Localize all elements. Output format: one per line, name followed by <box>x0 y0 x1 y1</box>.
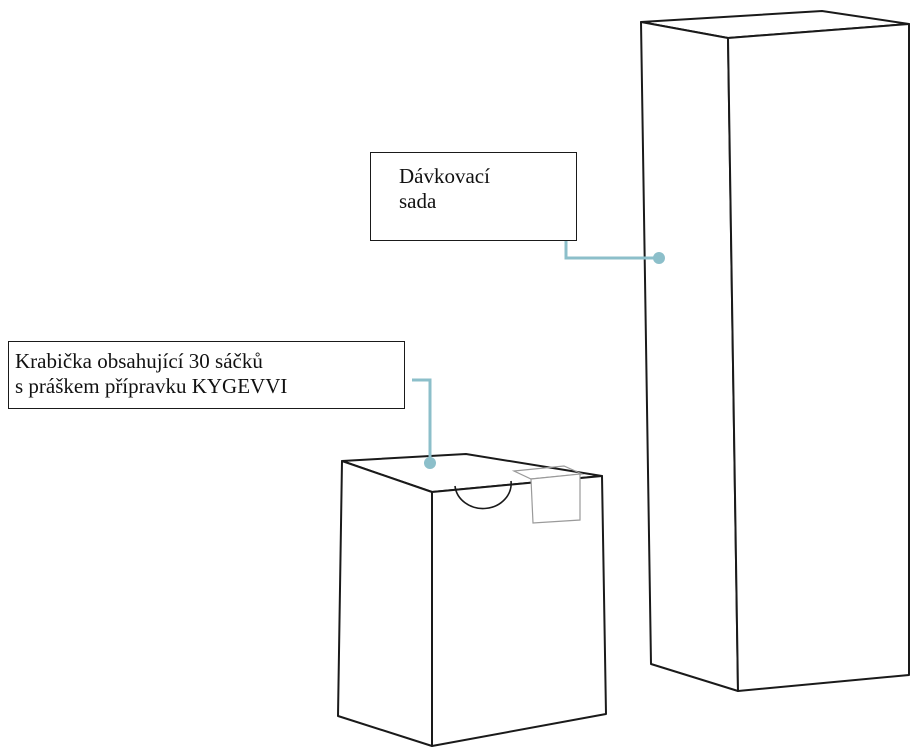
carton-leader-dot <box>424 457 436 469</box>
carton-seal-tab <box>511 465 585 524</box>
dosing-kit-label: Dávkovací sada <box>370 152 577 241</box>
sachet-carton-label-line1: Krabička obsahující 30 sáčků <box>15 349 263 373</box>
dosing-kit-box <box>640 10 910 692</box>
dosing-kit-label-line2: sada <box>399 189 437 213</box>
dosing-kit-leader <box>564 240 659 260</box>
carton-leader <box>412 378 432 463</box>
sachet-carton-label: Krabička obsahující 30 sáčků s práškem p… <box>8 341 405 409</box>
dosing-kit-side-face <box>727 23 910 692</box>
dosing-kit-front-face <box>640 21 739 692</box>
carton-thumb-notch <box>454 480 512 510</box>
dosing-kit-leader-dot <box>653 252 665 264</box>
carton-front-face <box>337 460 433 747</box>
leader-lines <box>412 240 659 463</box>
dosing-kit-label-line1: Dávkovací <box>399 164 490 188</box>
sachet-carton-label-line2: s práškem přípravku KYGEVVI <box>15 374 288 398</box>
